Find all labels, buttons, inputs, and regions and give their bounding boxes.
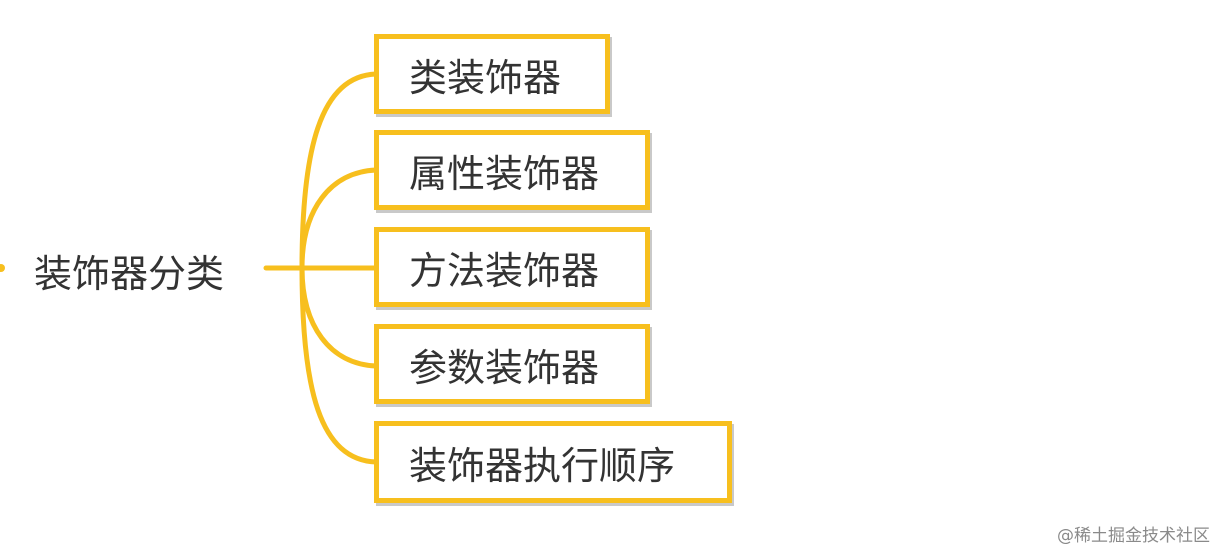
child-node-class-decorator: 类装饰器 [374,34,610,114]
branch-connector-5 [299,265,379,465]
child-node-property-decorator: 属性装饰器 [374,130,650,210]
child-node-parameter-decorator: 参数装饰器 [374,324,650,404]
branch-connector-1 [299,71,379,271]
child-node-method-decorator: 方法装饰器 [374,227,650,307]
root-anchor-dot [0,264,5,272]
branch-connector-2 [299,167,379,271]
child-node-execution-order: 装饰器执行顺序 [374,421,732,503]
root-node-label: 装饰器分类 [34,252,225,296]
watermark: @稀土掘金技术社区 [1057,526,1210,546]
branch-connector-4 [299,265,379,369]
